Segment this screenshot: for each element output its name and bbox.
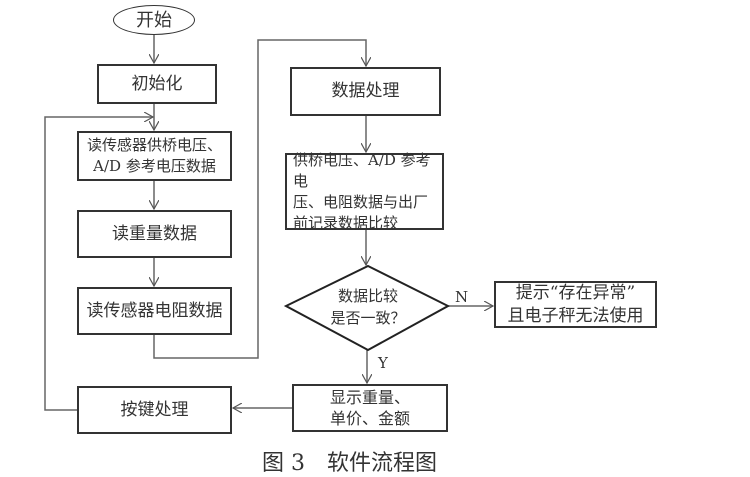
read-weight-label: 读重量数据 (112, 223, 197, 244)
read-resistance-node: 读传感器电阻数据 (77, 287, 232, 335)
data-process-node: 数据处理 (290, 67, 441, 116)
compare-node: 供桥电压、A/D 参考电 压、电阻数据与出厂 前记录数据比较 (285, 150, 444, 232)
init-label: 初始化 (131, 73, 183, 94)
read-bridge-line-1: 读传感器供桥电压、 (86, 136, 222, 154)
read-bridge-line-2: A/D 参考电压数据 (93, 157, 216, 175)
figure-caption: 图 3 软件流程图 (262, 451, 437, 476)
key-process-node: 按键处理 (77, 386, 232, 434)
decision-node-text: 数据比较 是否一致？ (318, 285, 418, 329)
decision-line-1: 数据比较 (337, 287, 398, 305)
abnormal-node: 提示“存在异常” 且电子秤无法使用 (494, 281, 657, 328)
read-resistance-label: 读传感器电阻数据 (86, 300, 223, 321)
compare-line-2: 压、电阻数据与出厂 (293, 192, 429, 211)
edge-label-no: N (455, 288, 469, 306)
edge-loop-back (44, 117, 153, 411)
start-label: 开始 (136, 9, 172, 31)
compare-line-1: 供桥电压、A/D 参考电 (293, 150, 431, 190)
edge-resistance-process (153, 39, 366, 359)
key-process-label: 按键处理 (120, 399, 189, 420)
display-line-2: 单价、金额 (329, 409, 410, 428)
display-line-1: 显示重量、 (329, 388, 410, 407)
init-node: 初始化 (97, 64, 217, 104)
read-bridge-node: 读传感器供桥电压、 A/D 参考电压数据 (77, 131, 232, 181)
read-weight-node: 读重量数据 (77, 210, 232, 258)
decision-diamond (283, 264, 451, 352)
edge-label-yes: Y (378, 354, 388, 372)
abnormal-line-1: 提示“存在异常” (515, 282, 636, 303)
abnormal-line-2: 且电子秤无法使用 (507, 305, 644, 326)
display-node: 显示重量、 单价、金额 (292, 384, 448, 432)
data-process-label: 数据处理 (331, 81, 400, 101)
decision-line-2: 是否一致？ (330, 309, 406, 327)
compare-line-3: 前记录数据比较 (293, 213, 399, 232)
start-node: 开始 (113, 5, 195, 35)
